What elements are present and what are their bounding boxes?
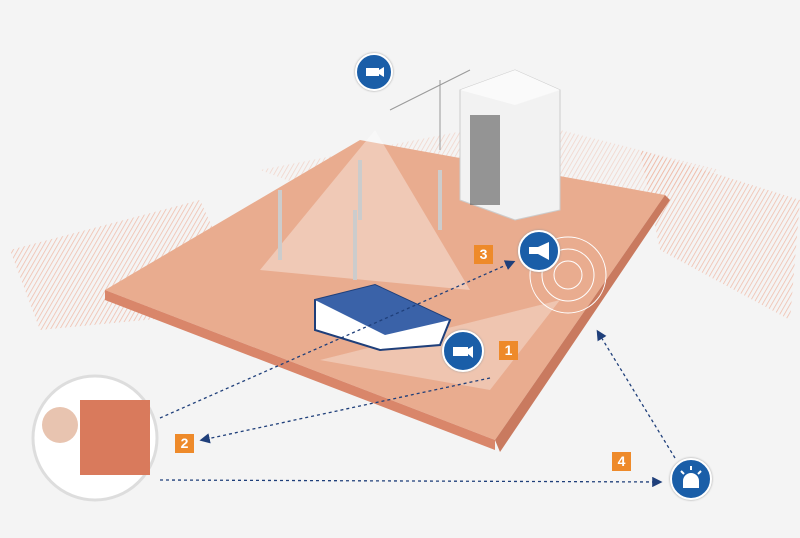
step-badge-2: 2: [175, 434, 194, 453]
motion-rings: [529, 236, 607, 314]
camera-icon: [442, 330, 484, 372]
crane: [389, 69, 471, 150]
site-office-container: [314, 283, 452, 352]
step-badge-1: 1: [499, 341, 518, 360]
step-badge-3: 3: [474, 245, 493, 264]
step-badge-4: 4: [612, 452, 631, 471]
camera-beam: [260, 130, 470, 290]
building: [459, 69, 561, 221]
site-edge: [105, 290, 495, 450]
arrows: [159, 260, 676, 488]
megaphone-icon: [518, 230, 560, 272]
siren-icon: [670, 458, 712, 500]
camera-icon: [355, 53, 393, 91]
monitor-inset: [31, 374, 159, 502]
scaffold: [278, 160, 442, 280]
